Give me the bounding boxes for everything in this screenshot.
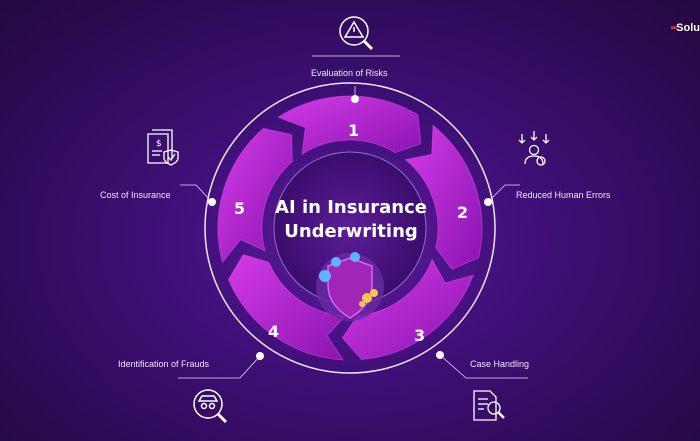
connector-dots bbox=[208, 95, 492, 360]
logo-mark-icon: ▪▪ bbox=[670, 22, 677, 34]
cycle-segment-5 bbox=[217, 127, 293, 264]
dot-step-3 bbox=[436, 351, 444, 359]
step-number-2: 2 bbox=[457, 203, 469, 222]
cycle-segment-2 bbox=[404, 124, 483, 270]
svg-text:$: $ bbox=[156, 139, 162, 149]
cycle-segments bbox=[217, 95, 483, 361]
invoice-shield-icon: $ bbox=[147, 129, 179, 166]
dot-step-4 bbox=[256, 352, 264, 360]
warning-magnifier-icon bbox=[339, 16, 374, 51]
title-line-1: AI in Insurance bbox=[275, 197, 427, 218]
cycle-segment-3 bbox=[341, 258, 475, 361]
step-number-4: 4 bbox=[268, 322, 280, 341]
step-label-evaluation-of-risks: Evaluation of Risks bbox=[311, 68, 388, 78]
step-label-identification-of-frauds: Identification of Frauds bbox=[118, 359, 210, 369]
cycle-segment-1 bbox=[277, 95, 422, 156]
step-number-3: 3 bbox=[414, 326, 426, 345]
step-label-case-handling: Case Handling bbox=[470, 359, 530, 369]
cycle-segment-4 bbox=[227, 254, 347, 361]
step-number-5: 5 bbox=[234, 199, 246, 218]
connectors bbox=[178, 55, 528, 379]
person-arrows-icon bbox=[518, 131, 550, 166]
outer-ring bbox=[204, 82, 496, 374]
shield-icon bbox=[316, 252, 384, 321]
step-label-cost-of-insurance: Cost of Insurance bbox=[100, 190, 171, 200]
document-search-icon bbox=[473, 390, 505, 421]
dot-step-5 bbox=[208, 198, 216, 206]
step-label-reduced-human-errors: Reduced Human Errors bbox=[516, 190, 611, 200]
dot-step-1 bbox=[351, 95, 359, 103]
spy-magnifier-icon bbox=[193, 389, 228, 424]
center-title: AI in Insurance Underwriting bbox=[255, 196, 447, 244]
dot-step-2 bbox=[484, 198, 492, 206]
brand-logo: ▪▪Solu bbox=[670, 22, 700, 34]
title-line-2: Underwriting bbox=[284, 221, 418, 242]
step-number-1: 1 bbox=[348, 121, 360, 140]
